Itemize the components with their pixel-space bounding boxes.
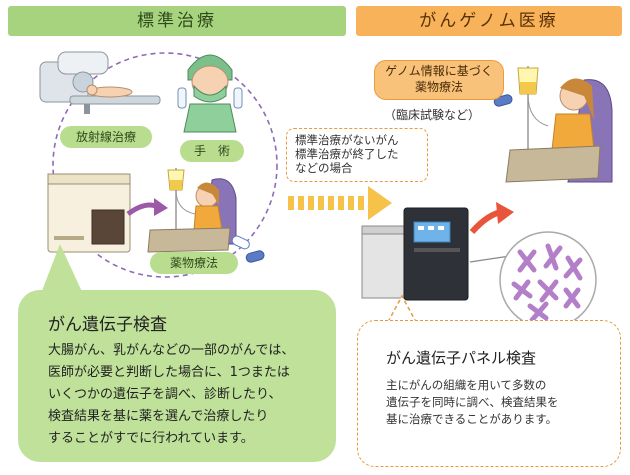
- cancer-gene-test-title: がん遺伝子検査: [48, 315, 167, 335]
- right-box-pointer: [387, 294, 417, 323]
- sequencer-machine-right: [361, 207, 469, 301]
- radiation-therapy-label: 放射線治療: [60, 126, 152, 148]
- purple-arrow: [126, 202, 157, 217]
- yellow-dotted-arrow: [288, 186, 392, 220]
- capsules-left-icon: [231, 235, 265, 263]
- standard-treatment-header: 標準治療: [8, 6, 346, 36]
- gene-panel-test-title: がん遺伝子パネル検査: [386, 349, 537, 367]
- radiation-machine-illustration: [39, 51, 161, 114]
- surgery-label: 手 術: [180, 140, 244, 162]
- clinical-trial-note: （臨床試験など）: [384, 108, 481, 122]
- patient-genome-iv-illustration: [505, 66, 613, 183]
- gene-panel-test-box: がん遺伝子パネル検査 主にがんの組織を用いて多数の 遺伝子を同時に調べ、検査結果…: [357, 320, 621, 467]
- genome-medicine-header: がんゲノム医療: [356, 6, 622, 36]
- gene-analyzer-machine-left: [47, 173, 131, 253]
- patient-iv-illustration: [147, 168, 237, 253]
- genome-drug-therapy-label: ゲノム情報に基づく 薬物療法: [374, 60, 504, 100]
- cancer-gene-test-box: がん遺伝子検査 大腸がん、乳がんなどの一部のがんでは、 医師が必要と判断した場合…: [18, 290, 336, 462]
- chromosomes-illustration: [469, 231, 597, 329]
- surgeon-illustration: [177, 54, 243, 133]
- condition-note: 標準治療がないがん 標準治療が終了した などの場合: [286, 128, 428, 182]
- treatment-cycle-circle: [52, 52, 278, 278]
- left-box-pointer: [40, 244, 84, 296]
- gene-panel-test-description: 主にがんの組織を用いて多数の 遺伝子を同時に調べ、検査結果を 基に治療できること…: [386, 378, 559, 426]
- cancer-gene-test-description: 大腸がん、乳がんなどの一部のがんでは、 医師が必要と判断した場合に、1つまたは …: [48, 343, 295, 446]
- drug-therapy-label: 薬物療法: [150, 252, 238, 274]
